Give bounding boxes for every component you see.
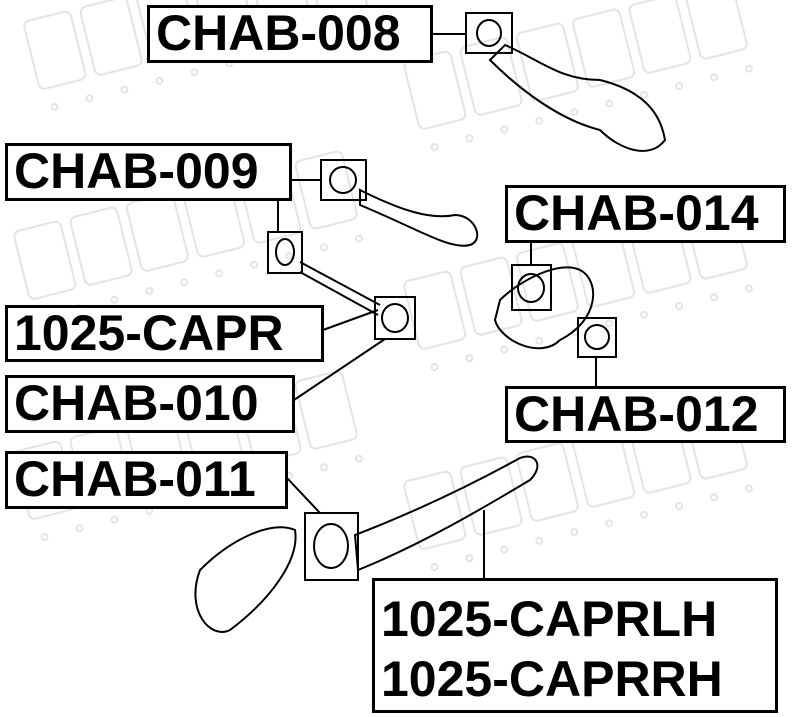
watermark-tagline-dot: [75, 524, 84, 533]
part-box-chab-014: [511, 264, 552, 311]
watermark-tagline-dot: [709, 73, 718, 82]
watermark-tagline-dot: [155, 76, 164, 85]
bushing: [313, 523, 349, 569]
watermark-letter-shape: [628, 0, 692, 74]
trailing-link: [359, 188, 479, 247]
watermark-letter-shape: [403, 470, 467, 550]
bushing: [275, 238, 295, 266]
watermark-tagline-dot: [500, 345, 509, 354]
watermark-tagline-dot: [744, 64, 753, 73]
watermark-tagline-dot: [640, 90, 649, 99]
watermark-tagline-dot: [675, 302, 684, 311]
watermark-tagline-dot: [535, 116, 544, 125]
part-box-chab-009: [320, 159, 367, 201]
watermark-tagline-dot: [215, 269, 224, 278]
leader-line: [322, 309, 379, 331]
part-label-chab-009[interactable]: CHAB-009: [5, 143, 292, 201]
watermark-tagline-dot: [40, 532, 49, 541]
watermark-letter-shape: [294, 150, 358, 230]
watermark-letter-shape: [69, 206, 133, 286]
watermark-tagline-dot: [145, 286, 154, 295]
knuckle: [493, 266, 594, 350]
part-label-1025-caprlh-caprrh: 1025-CAPRLH 1025-CAPRRH: [372, 578, 778, 713]
watermark-tagline-dot: [570, 108, 579, 117]
lateral-link: [299, 261, 381, 316]
watermark-letter-shape: [515, 242, 579, 322]
watermark-tagline-dot: [319, 463, 328, 472]
bushing: [329, 166, 357, 194]
bushing: [584, 324, 610, 350]
watermark-tagline-dot: [190, 68, 199, 77]
watermark-letter-shape: [684, 0, 748, 60]
watermark-tagline-dot: [675, 502, 684, 511]
watermark-tagline-dot: [85, 94, 94, 103]
part-label-chab-010[interactable]: CHAB-010: [5, 375, 295, 433]
watermark-tagline-dot: [744, 484, 753, 493]
watermark-tagline-dot: [110, 515, 119, 524]
part-label-1025-caprlh[interactable]: 1025-CAPRLH: [381, 591, 718, 647]
watermark-tagline-dot: [120, 85, 129, 94]
watermark-letter-shape: [515, 442, 579, 522]
upper-control-arm: [488, 43, 667, 152]
watermark-letter-shape: [459, 36, 523, 116]
part-box-chab-008: [465, 12, 513, 54]
watermark-tagline-dot: [500, 545, 509, 554]
watermark-tagline-dot: [570, 528, 579, 537]
trailing-arm: [353, 455, 539, 572]
part-box-chab-010: [374, 296, 416, 340]
watermark-tagline-dot: [250, 260, 259, 269]
watermark-letter-shape: [23, 10, 87, 90]
watermark-tagline-dot: [354, 234, 363, 243]
watermark-tagline-dot: [535, 336, 544, 345]
part-label-1025-capr[interactable]: 1025-CAPR: [5, 305, 324, 362]
watermark-tagline-dot: [605, 99, 614, 108]
bushing: [517, 273, 545, 303]
watermark-tagline-dot: [430, 142, 439, 151]
part-label-chab-011[interactable]: CHAB-011: [5, 451, 288, 509]
bushing: [476, 19, 502, 47]
part-box-chab-011: [304, 512, 359, 581]
watermark-tagline-dot: [605, 519, 614, 528]
watermark-tagline-dot: [354, 454, 363, 463]
watermark-tagline-dot: [465, 554, 474, 563]
watermark-tagline-dot: [430, 362, 439, 371]
part-box-chab-012: [577, 317, 617, 358]
watermark-letter-shape: [294, 370, 358, 450]
part-box-capr: [267, 231, 303, 274]
watermark-tagline-dot: [675, 82, 684, 91]
watermark-tagline-dot: [709, 293, 718, 302]
watermark-tagline-dot: [744, 284, 753, 293]
part-label-chab-014[interactable]: CHAB-014: [505, 185, 786, 243]
watermark-tagline-dot: [500, 125, 509, 134]
watermark-letter-shape: [79, 0, 143, 76]
bushing: [381, 303, 409, 333]
leader-line: [293, 338, 386, 401]
part-label-chab-012[interactable]: CHAB-012: [505, 386, 786, 443]
watermark-letter-shape: [13, 220, 77, 300]
watermark-letter-shape: [572, 8, 636, 88]
watermark-mark: [403, 0, 753, 151]
watermark-tagline-dot: [319, 243, 328, 252]
part-label-1025-caprrh[interactable]: 1025-CAPRRH: [381, 651, 723, 707]
watermark-tagline-dot: [50, 102, 59, 111]
watermark-tagline-dot: [605, 319, 614, 328]
watermark-tagline-dot: [465, 354, 474, 363]
watermark-letter-shape: [403, 270, 467, 350]
watermark-letter-shape: [515, 22, 579, 102]
watermark-tagline-dot: [709, 493, 718, 502]
leader-line: [286, 477, 321, 514]
watermark-tagline-dot: [640, 510, 649, 519]
watermark-tagline-dot: [285, 252, 294, 261]
watermark-tagline-dot: [465, 134, 474, 143]
bracket: [194, 526, 297, 633]
watermark-tagline-dot: [180, 278, 189, 287]
watermark-tagline-dot: [110, 295, 119, 304]
watermark-tagline-dot: [640, 310, 649, 319]
part-label-chab-008[interactable]: CHAB-008: [147, 5, 433, 63]
watermark-tagline-dot: [535, 536, 544, 545]
watermark-tagline-dot: [430, 562, 439, 571]
